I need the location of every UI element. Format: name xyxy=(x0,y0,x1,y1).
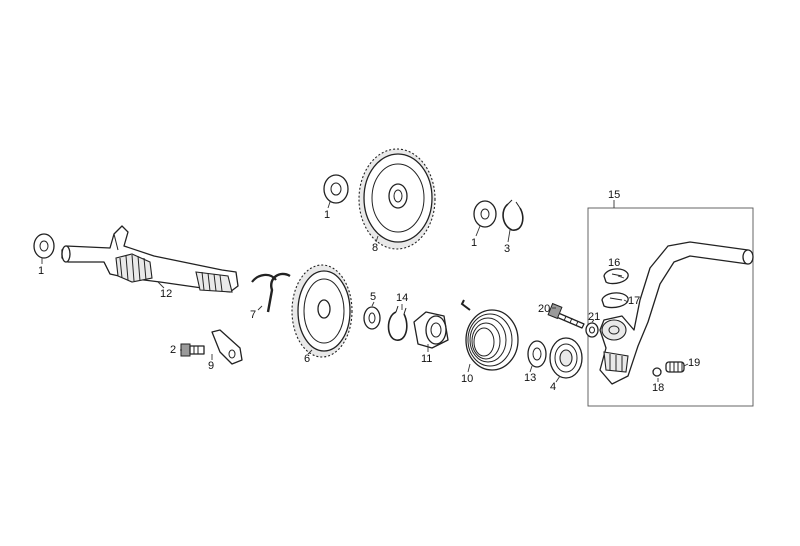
washer-part-1-left xyxy=(33,233,55,259)
spring-part-19 xyxy=(665,361,685,373)
spring-clip-part-7 xyxy=(266,272,291,313)
callout-1-left: 1 xyxy=(38,265,44,277)
callout-7: 7 xyxy=(250,309,256,321)
callout-6: 6 xyxy=(304,353,310,365)
callout-10: 10 xyxy=(461,373,473,385)
callout-12: 12 xyxy=(160,288,172,300)
circlip-part-3 xyxy=(502,199,524,231)
lever-assembly-group-box xyxy=(587,207,754,407)
callout-17: 17 xyxy=(628,295,640,307)
callout-18: 18 xyxy=(652,382,664,394)
callout-2: 2 xyxy=(170,344,176,356)
ball-part-18 xyxy=(652,367,662,377)
callout-16: 16 xyxy=(608,257,620,269)
callout-20: 20 xyxy=(538,303,550,315)
kick-lever-part-15 xyxy=(599,241,754,385)
kick-shaft-part-12 xyxy=(61,225,239,293)
washer-part-1-right xyxy=(473,200,497,228)
spring-part-10 xyxy=(460,299,519,371)
bolt-part-2 xyxy=(180,343,205,357)
clip-part-16 xyxy=(603,268,629,285)
callout-14: 14 xyxy=(396,292,408,304)
bolt-part-20 xyxy=(547,302,585,329)
callout-4: 4 xyxy=(550,381,556,393)
callout-21: 21 xyxy=(588,311,600,323)
gear-part-6 xyxy=(291,264,353,358)
callout-15: 15 xyxy=(608,189,620,201)
bearing-part-4 xyxy=(549,337,583,379)
callout-8: 8 xyxy=(372,242,378,254)
washer-part-13 xyxy=(527,340,547,368)
washer-part-1-top xyxy=(323,174,349,204)
callout-3: 3 xyxy=(504,243,510,255)
callout-13: 13 xyxy=(524,372,536,384)
bushing-part-11 xyxy=(413,311,449,349)
callout-5: 5 xyxy=(370,291,376,303)
callout-9: 9 xyxy=(208,360,214,372)
circlip-part-14 xyxy=(387,305,408,341)
gear-part-8 xyxy=(358,148,436,250)
plate-part-9 xyxy=(211,329,243,365)
callout-1-right: 1 xyxy=(471,237,477,249)
callout-1-top: 1 xyxy=(324,209,330,221)
nut-part-21 xyxy=(585,322,599,338)
callout-19: 19 xyxy=(688,357,700,369)
leader-lines xyxy=(41,200,689,383)
clip-part-17 xyxy=(601,292,629,309)
washer-part-5 xyxy=(363,306,381,330)
callout-11: 11 xyxy=(421,353,432,365)
